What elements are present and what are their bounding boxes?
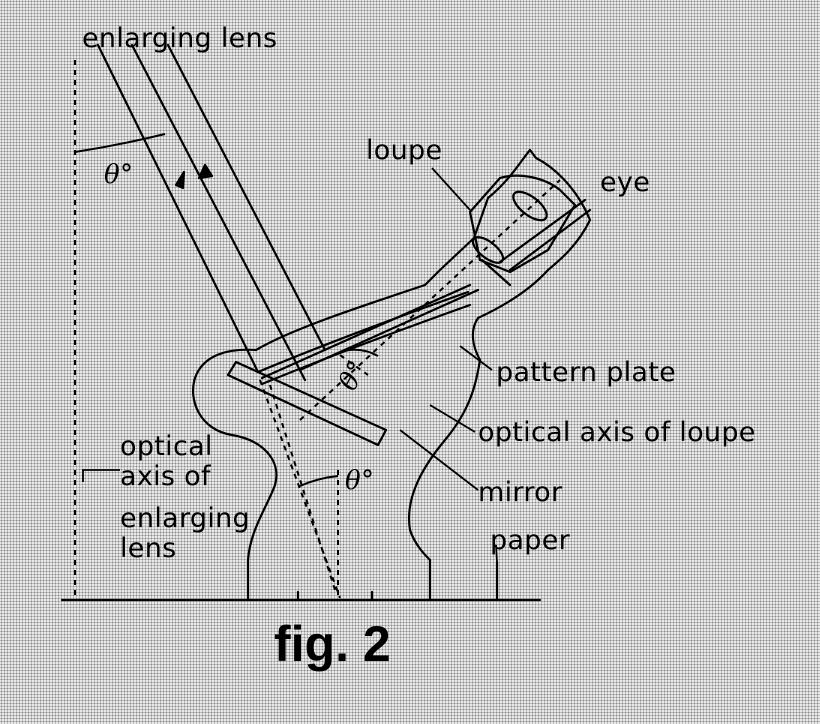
leader-mirror (399, 429, 479, 491)
figure-caption: fig. 2 (274, 616, 391, 672)
theta-label-top: θ° (104, 160, 134, 190)
loupe-housing (468, 174, 577, 274)
ray-left (96, 43, 260, 374)
label-optical-axis-line3: enlarging (120, 503, 250, 534)
label-loupe: loupe (366, 135, 443, 166)
label-paper: paper (490, 525, 571, 556)
theta-arc-middle (339, 348, 379, 357)
label-enlarging-lens: enlarging lens (82, 23, 278, 54)
optical-axis-enlarging-lens-line (259, 379, 341, 599)
label-eye: eye (600, 167, 651, 198)
ray-right (166, 43, 327, 352)
label-optical-axis-line4: lens (120, 533, 177, 564)
optical-axis-loupe-line (299, 179, 561, 421)
theta-label-bottom: θ° (345, 466, 375, 496)
leader-pattern-plate (459, 345, 493, 371)
theta-arc-bottom (299, 475, 339, 487)
loupe-lens (512, 190, 548, 222)
label-pattern-plate: pattern plate (496, 357, 677, 388)
theta-arc-top (74, 133, 166, 153)
label-optical-axis-of-loupe: optical axis of loupe (478, 417, 756, 448)
label-optical-axis-line1: optical (120, 431, 213, 462)
leader-loupe (431, 167, 471, 211)
device-body-outline (191, 148, 592, 562)
leader-optical-axis-loupe (429, 404, 476, 433)
label-optical-axis-line2: axis of (120, 461, 211, 492)
label-mirror: mirror (478, 477, 563, 508)
leader-paper (495, 544, 498, 563)
mirror-plate (226, 360, 388, 447)
ray-middle (130, 43, 307, 382)
